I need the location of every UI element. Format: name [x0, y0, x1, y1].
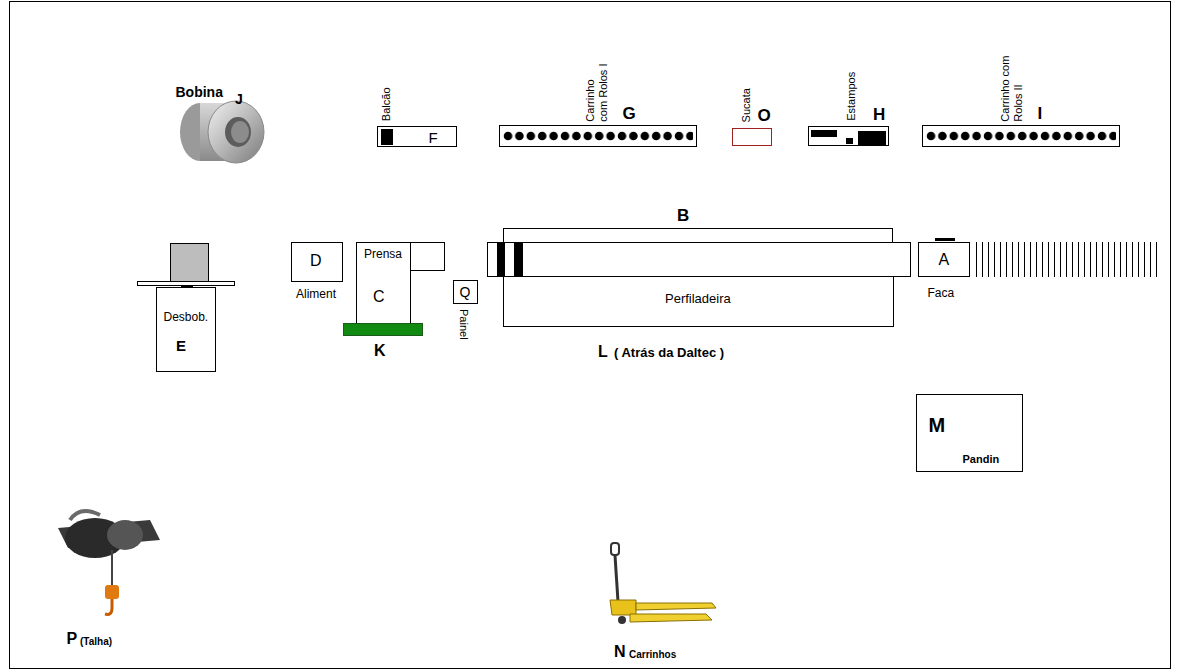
layout-station: Desbob. E [156, 287, 216, 372]
station-letter: M [929, 414, 946, 437]
station-letter: G [623, 104, 636, 124]
layout-station: Perfiladeira [503, 276, 894, 327]
layout-station: Carrinho com Rolos IG [499, 125, 697, 147]
station-name: Painel [456, 309, 469, 340]
station-name: Perfiladeira [665, 292, 731, 307]
station-name: Balcão [380, 87, 393, 121]
part-letter: P [67, 630, 78, 648]
layout-station: K [343, 323, 423, 336]
station-letter: B [677, 206, 689, 226]
station-name: Desbob. [164, 311, 209, 325]
layout-station: PrensaC [356, 242, 411, 324]
station-letter: A [939, 251, 950, 269]
station-letter: O [758, 106, 771, 126]
layout-station: AFaca [918, 242, 970, 277]
layout-station: EstamposH [808, 126, 889, 146]
part-name: Carrinhos [629, 649, 676, 661]
station-name: Carrinho com Rolos I [584, 57, 609, 121]
part-letter: L [598, 343, 608, 361]
layout-station: QPainel [453, 280, 478, 304]
station-name: Pandin [963, 453, 1000, 466]
layout-station: M Pandin [916, 394, 1023, 472]
station-name: Carrinho com Rolos II [999, 49, 1024, 121]
station-name: Estampos [845, 72, 858, 121]
station-letter: K [374, 342, 386, 360]
location-note: ( Atrás da Daltec ) [614, 346, 724, 361]
station-name: Prensa [364, 248, 402, 262]
station-name: Faca [928, 287, 955, 301]
station-letter: Q [460, 284, 471, 300]
part-name: (Talha) [80, 636, 112, 648]
part-letter: J [235, 91, 243, 107]
layout-station: SucataO [732, 128, 772, 146]
station-letter: E [176, 337, 186, 354]
station-letter: C [373, 288, 385, 306]
station-letter: F [429, 129, 438, 146]
station-letter: D [310, 252, 322, 270]
layout-station: BalcãoF [377, 126, 457, 147]
layout-station: Carrinho com Rolos III [922, 125, 1120, 147]
layout-station: B [503, 228, 893, 243]
part-letter: N [614, 643, 626, 661]
station-letter: I [1038, 104, 1043, 124]
part-name: Bobina [176, 84, 223, 100]
station-name: Sucata [740, 88, 753, 122]
station-letter: H [873, 105, 885, 125]
layout-station: DAliment [291, 242, 343, 282]
station-name: Aliment [296, 288, 336, 302]
